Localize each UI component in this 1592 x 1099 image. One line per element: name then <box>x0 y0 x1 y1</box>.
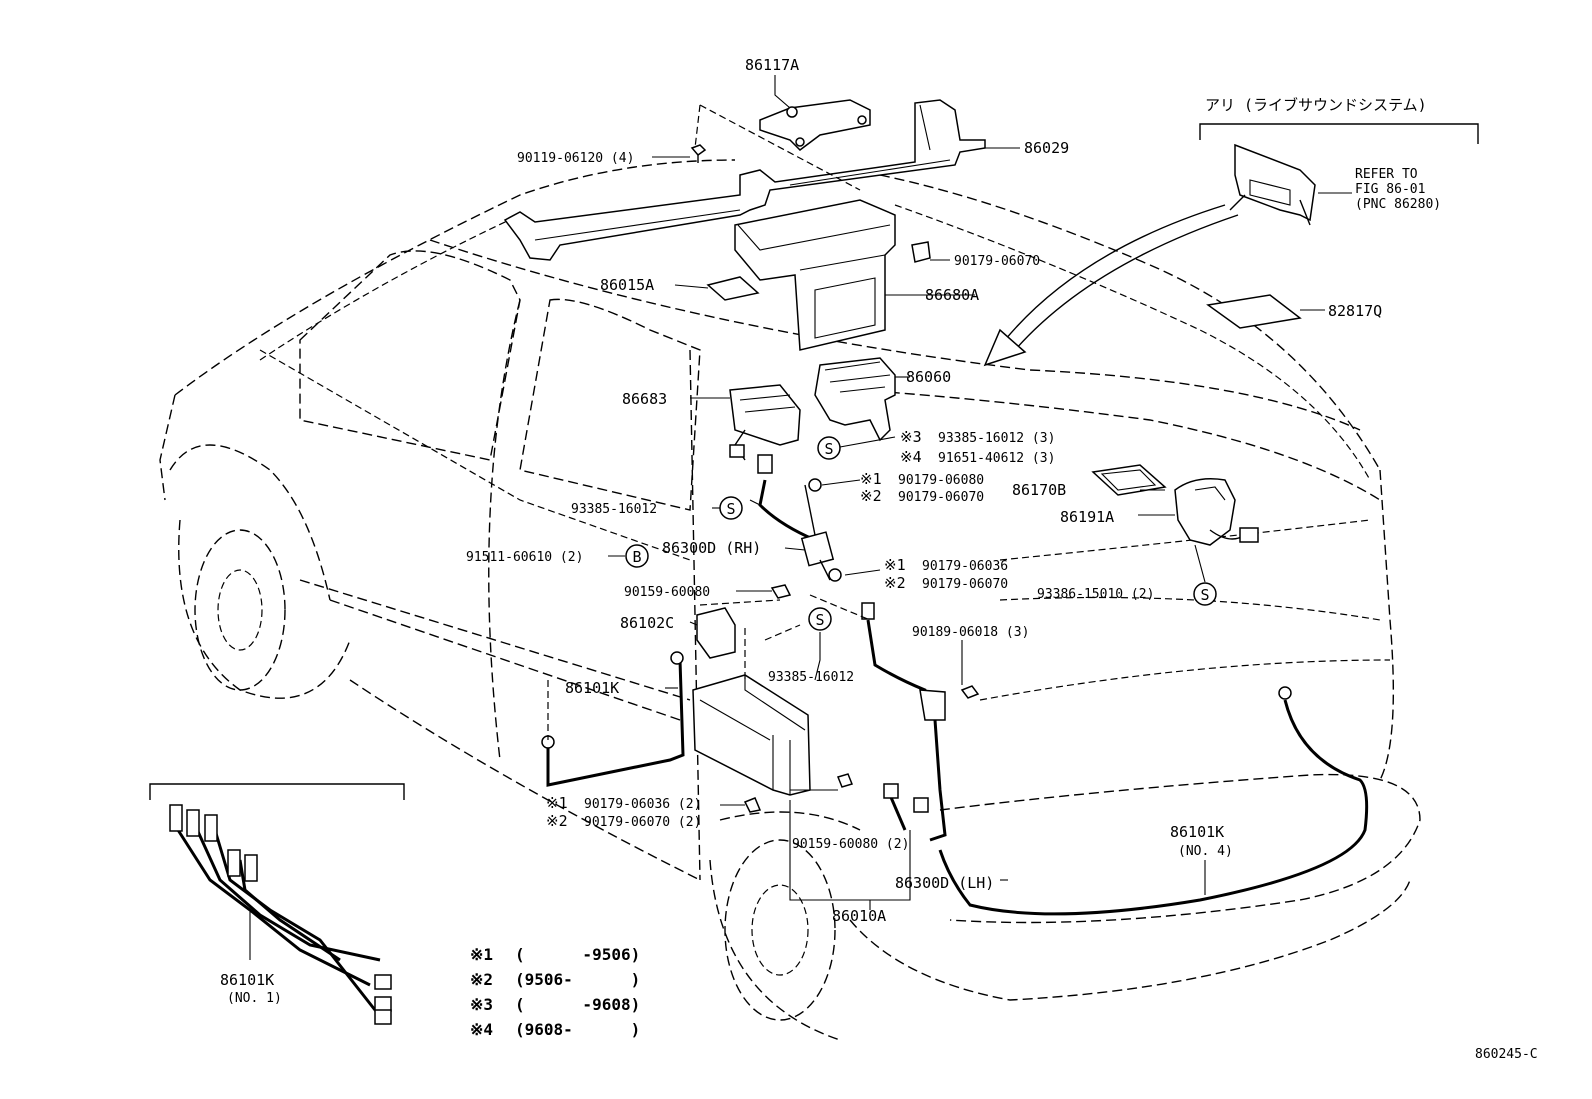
label-90159-60080: 90159-60080 <box>624 585 710 600</box>
connector-86191A <box>1174 478 1259 546</box>
svg-text:S: S <box>1200 586 1209 604</box>
label-86101K-no1-sub: (NO. 1) <box>227 991 282 1006</box>
bolt-90159-60080 <box>770 584 792 599</box>
label-fig-86-01: FIG 86-01 <box>1355 182 1425 197</box>
label-90179-06080: 90179-06080 <box>898 473 984 488</box>
wire-86300D-RH <box>758 479 835 581</box>
screw-90189-06018 <box>960 685 980 699</box>
module-86102C <box>696 607 736 659</box>
clip-90179-06036-lower <box>743 797 762 813</box>
label-pnc-86280: (PNC 86280) <box>1355 197 1441 212</box>
svg-text:S: S <box>824 440 833 458</box>
circle-S-2: S <box>719 496 743 520</box>
label-90189-06018: 90189-06018 (3) <box>912 625 1029 640</box>
label-86683: 86683 <box>622 390 667 408</box>
mark-1c: ※1 <box>546 794 568 812</box>
label-90179-06070-a: 90179-06070 <box>898 490 984 505</box>
label-86101K-no1: 86101K <box>220 971 274 989</box>
legend-mark-4: ※4 <box>470 1020 493 1039</box>
label-82817Q: 82817Q <box>1328 302 1382 320</box>
label-93385-16012-a: 93385-16012 <box>571 502 657 517</box>
bolt-90119-06120 <box>690 144 707 163</box>
label-live-sound-system: アリ (ライブサウンドシステム) <box>1205 96 1427 114</box>
legend-mark-3: ※3 <box>470 995 493 1014</box>
label-90179-06070-b: 90179-06070 <box>922 577 1008 592</box>
label-93385-16012-b: 93385-16012 <box>768 670 854 685</box>
live-sound-arrow <box>983 204 1239 367</box>
label-90179-06036-2: 90179-06036 (2) <box>584 797 701 812</box>
leader-lines <box>249 75 1352 960</box>
label-91511-60610: 91511-60610 (2) <box>466 550 583 565</box>
speaker-box-86680A <box>734 199 896 351</box>
label-86102C: 86102C <box>620 614 674 632</box>
label-90179-06070-top: 90179-06070 <box>954 254 1040 269</box>
label-90119-06120: 90119-06120 (4) <box>517 151 634 166</box>
mark-2c: ※2 <box>546 812 568 830</box>
label-93386-15010: 93386-15010 (2) <box>1037 587 1154 602</box>
label-86101K: 86101K <box>565 679 619 697</box>
live-sound-bracket <box>1199 123 1479 144</box>
label-86300D-RH: 86300D (RH) <box>662 539 761 557</box>
label-refer-to: REFER TO <box>1355 167 1418 182</box>
figure-number: 860245-C <box>1475 1047 1538 1062</box>
mark-2b: ※2 <box>884 574 906 592</box>
inset-86101K-no1 <box>149 783 405 1025</box>
legend-mark-1: ※1 <box>470 945 493 964</box>
live-sound-unit <box>1229 143 1316 226</box>
unit-86683 <box>729 384 801 474</box>
label-86191A: 86191A <box>1060 508 1114 526</box>
clip-90179-06080 <box>808 478 822 492</box>
pad-82817Q <box>1206 294 1302 329</box>
circle-S-3: S <box>808 607 832 631</box>
bolt-90159-60080-lower <box>836 773 854 788</box>
svg-text:S: S <box>726 500 735 518</box>
svg-text:B: B <box>632 548 641 566</box>
label-86117A: 86117A <box>745 56 799 74</box>
label-86300D-LH: 86300D (LH) <box>895 874 994 892</box>
wire-86300D-LH <box>861 602 947 842</box>
wire-86101K-no4 <box>938 686 1369 916</box>
mark-1b: ※1 <box>884 556 906 574</box>
label-86010A: 86010A <box>832 907 886 925</box>
bracket-86117A <box>759 99 871 151</box>
label-86060: 86060 <box>906 368 951 386</box>
label-86680A: 86680A <box>925 286 979 304</box>
mark-2a: ※2 <box>860 487 882 505</box>
label-86170B: 86170B <box>1012 481 1066 499</box>
mark-4: ※4 <box>900 448 922 466</box>
wire-86101K <box>541 651 685 787</box>
label-91651-40612-3: 91651-40612 (3) <box>938 451 1055 466</box>
label-93385-16012-3: 93385-16012 (3) <box>938 431 1055 446</box>
circle-S-4: S <box>1193 582 1217 606</box>
mark-1a: ※1 <box>860 470 882 488</box>
mark-3: ※3 <box>900 428 922 446</box>
legend-range-1: ( -9506) <box>515 945 640 964</box>
label-90179-06070-2: 90179-06070 (2) <box>584 815 701 830</box>
pad-86015A <box>706 276 760 301</box>
clip-90179-06036 <box>828 568 842 582</box>
amplifier-86060 <box>814 357 896 442</box>
label-90179-06036: 90179-06036 <box>922 559 1008 574</box>
circle-B: B <box>625 544 649 568</box>
nut-90179-06070-top <box>911 241 931 263</box>
legend-range-4: (9608- ) <box>515 1020 640 1039</box>
legend-mark-2: ※2 <box>470 970 493 989</box>
legend-range-3: ( -9608) <box>515 995 640 1014</box>
label-86015A: 86015A <box>600 276 654 294</box>
unit-86010A <box>692 674 811 796</box>
label-86101K-no4: 86101K <box>1170 823 1224 841</box>
legend: ※1 ( -9506) ※2 (9506- ) ※3 ( -9608) ※4 (… <box>470 945 640 1039</box>
svg-text:S: S <box>815 611 824 629</box>
vehicle-outline <box>159 159 1421 1041</box>
label-90159-60080-2: 90159-60080 (2) <box>792 837 909 852</box>
label-86029: 86029 <box>1024 139 1069 157</box>
legend-range-2: (9506- ) <box>515 970 640 989</box>
roof-rail-86029 <box>503 99 986 261</box>
pad-86170B <box>1091 464 1167 496</box>
label-86101K-no4-sub: (NO. 4) <box>1178 844 1233 859</box>
circle-S-1: S <box>817 436 841 460</box>
